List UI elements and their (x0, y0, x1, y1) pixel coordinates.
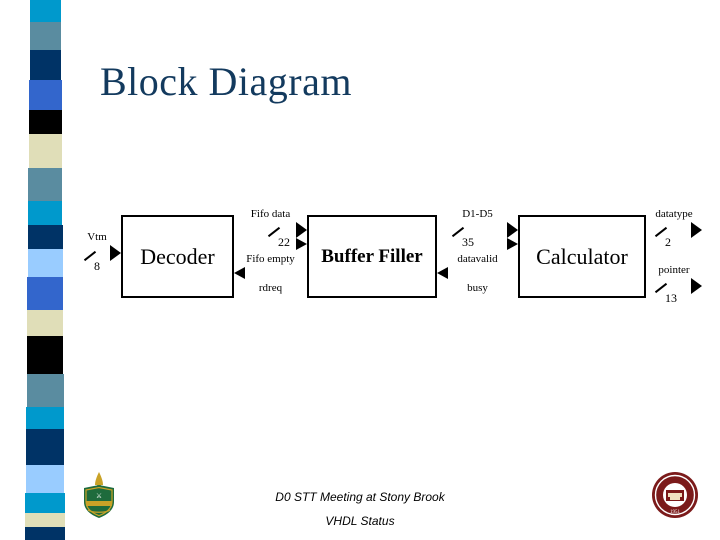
signal-fifo-data: Fifo data 22 (234, 208, 307, 249)
stripe-segment (27, 310, 64, 336)
signal-vtm: Vtm 8 (73, 231, 121, 273)
signal-datavalid: datavalid (437, 237, 518, 265)
signal-fifo-data-arrowhead (296, 222, 307, 238)
stripe-segment (29, 22, 62, 50)
stripe-segment (26, 407, 64, 429)
stripe-segment (27, 277, 64, 310)
signal-vtm-label: Vtm (87, 231, 107, 243)
block-buffer-filler[interactable]: Buffer Filler (307, 215, 437, 298)
block-calculator-label: Calculator (536, 243, 628, 269)
stripe-segment (28, 110, 62, 134)
signal-fifo-empty-label: Fifo empty (246, 253, 295, 265)
stripe-segment (28, 134, 62, 168)
stripe-segment (26, 429, 65, 465)
signal-busy-label: busy (467, 282, 488, 294)
stripe-segment (26, 374, 64, 407)
signal-d1-d5-arrowhead (507, 222, 518, 238)
stripe-segment (27, 249, 63, 277)
signal-rdreq-label: rdreq (258, 282, 283, 294)
block-calculator[interactable]: Calculator (518, 215, 646, 298)
signal-d1-d5: D1-D5 35 (437, 208, 518, 249)
signal-busy-arrowhead (437, 267, 448, 279)
university-seal-logo: 1951 (650, 470, 700, 520)
signal-fifo-data-width: 22 (278, 235, 290, 249)
block-buffer-filler-label: Buffer Filler (321, 245, 423, 267)
stripe-segment (26, 336, 64, 374)
signal-vtm-arrowhead (110, 245, 121, 261)
stripe-segment (25, 465, 65, 493)
block-decoder-label: Decoder (140, 243, 215, 269)
stripe-segment (28, 201, 63, 225)
stripe-segment (29, 50, 62, 80)
stripe-segment (25, 527, 65, 540)
signal-fifo-empty: Fifo empty (234, 237, 307, 265)
stripe-segment (27, 225, 63, 249)
signal-datatype: datatype 2 (646, 208, 702, 249)
footer-subtitle-text: VHDL Status (325, 514, 395, 528)
svg-text:1951: 1951 (670, 510, 681, 515)
stripe-segment (25, 493, 65, 513)
signal-pointer-arrowhead (691, 278, 702, 294)
stripe-segment (25, 513, 65, 527)
signal-d1-d5-width: 35 (462, 235, 474, 249)
signal-pointer: pointer 13 (646, 264, 702, 305)
signal-datatype-width: 2 (665, 235, 671, 249)
signal-datatype-arrowhead (691, 222, 702, 238)
signal-datatype-label: datatype (655, 208, 693, 220)
stripe-segment (29, 80, 62, 110)
block-decoder[interactable]: Decoder (121, 215, 234, 298)
signal-fifo-data-label: Fifo data (250, 208, 291, 220)
decorative-stripe-band (0, 0, 90, 540)
signal-pointer-label: pointer (658, 264, 690, 276)
signal-d1-d5-label: D1-D5 (462, 208, 493, 220)
signal-datavalid-label: datavalid (457, 253, 498, 265)
signal-rdreq-arrowhead (234, 267, 245, 279)
signal-datavalid-arrowhead (507, 238, 518, 250)
footer-meeting-text: D0 STT Meeting at Stony Brook (275, 490, 445, 504)
signal-vtm-width: 8 (94, 259, 100, 273)
signal-rdreq: rdreq (234, 266, 307, 294)
signal-pointer-width: 13 (665, 291, 677, 305)
stripe-segment (30, 0, 61, 22)
torch-crest-logo: ⚔ (76, 468, 122, 524)
stripe-segment (28, 168, 63, 201)
page-title: Block Diagram (100, 59, 352, 104)
signal-fifo-empty-arrowhead (296, 238, 307, 250)
svg-text:⚔: ⚔ (96, 492, 102, 500)
signal-busy: busy (437, 266, 518, 294)
